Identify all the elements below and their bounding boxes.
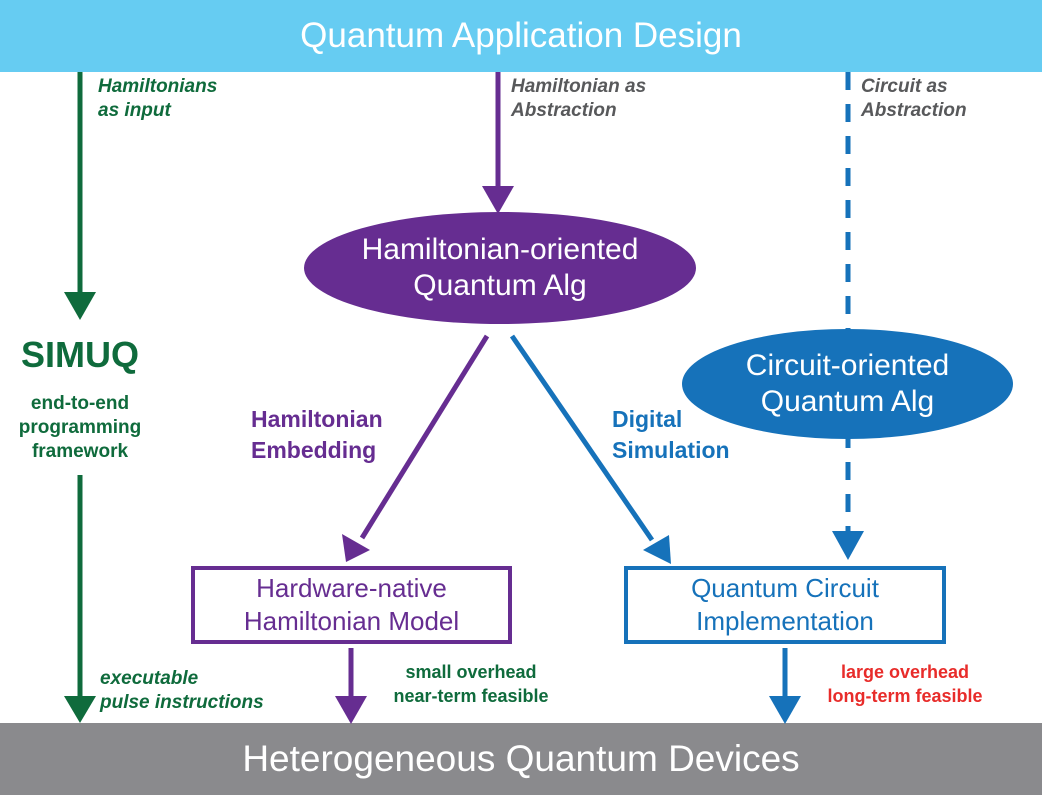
hamiltonian-abstraction-arrowhead bbox=[482, 186, 514, 214]
bottom-band: Heterogeneous Quantum Devices bbox=[0, 723, 1042, 795]
circuit-oriented-alg-node: Circuit-oriented Quantum Alg bbox=[682, 329, 1013, 439]
circuit-to-devices-arrowhead bbox=[769, 696, 801, 724]
hamiltonians-input-label: Hamiltonians as input bbox=[98, 75, 217, 123]
circuit-implementation-arrowhead bbox=[832, 531, 864, 560]
top-band-label: Quantum Application Design bbox=[300, 16, 742, 55]
hw-model-line-2: Hamiltonian Model bbox=[243, 606, 460, 636]
digital-simulation-arrow-shaft bbox=[509, 334, 655, 542]
qc-impl-line-2: Implementation bbox=[696, 606, 874, 636]
hamiltonian-abstraction-line-2: Abstraction bbox=[511, 100, 617, 121]
circuit-abstraction-line-2: Abstraction bbox=[861, 100, 967, 121]
hardware-to-devices-arrowhead bbox=[335, 696, 367, 724]
input-label-line-2: as input bbox=[98, 100, 171, 121]
simuq-title: SIMUQ bbox=[20, 334, 139, 375]
pulse-label-line-1: executable bbox=[100, 668, 199, 689]
embedding-line-1: Hamiltonian bbox=[251, 406, 383, 432]
hamiltonian-alg-line-2: Quantum Alg bbox=[413, 269, 587, 302]
circuit-abstraction-label: Circuit as Abstraction bbox=[861, 75, 967, 123]
simuq-input-arrowhead bbox=[64, 292, 96, 320]
hamiltonian-alg-line-1: Hamiltonian-oriented bbox=[361, 233, 639, 266]
hw-model-line-1: Hardware-native bbox=[256, 573, 447, 603]
embedding-line-2: Embedding bbox=[251, 437, 377, 463]
hardware-native-model-box: Hardware-native Hamiltonian Model bbox=[191, 566, 512, 644]
hamiltonian-abstraction-label: Hamiltonian as Abstraction bbox=[511, 75, 646, 123]
bottom-band-label: Heterogeneous Quantum Devices bbox=[242, 738, 800, 779]
digital-line-1: Digital bbox=[612, 406, 683, 432]
input-label-line-1: Hamiltonians bbox=[98, 76, 218, 97]
simuq-desc-line-1: end-to-end bbox=[30, 393, 130, 414]
large-overhead-line-2: long-term feasible bbox=[827, 686, 983, 706]
simuq-description: end-to-end programming framework bbox=[0, 392, 160, 464]
hamiltonian-embedding-label: Hamiltonian Embedding bbox=[251, 404, 383, 466]
simuq-desc-line-3: framework bbox=[31, 441, 129, 462]
hamiltonian-abstraction-line-1: Hamiltonian as bbox=[511, 76, 647, 97]
quantum-circuit-implementation-box: Quantum Circuit Implementation bbox=[624, 566, 946, 644]
small-overhead-line-2: near-term feasible bbox=[393, 686, 549, 706]
circuit-alg-line-2: Quantum Alg bbox=[760, 385, 935, 418]
qc-impl-line-1: Quantum Circuit bbox=[691, 573, 879, 603]
digital-line-2: Simulation bbox=[612, 437, 730, 463]
pulse-label-line-2: pulse instructions bbox=[100, 692, 264, 713]
circuit-alg-line-1: Circuit-oriented bbox=[745, 349, 950, 382]
small-overhead-line-1: small overhead bbox=[405, 662, 537, 682]
simuq-desc-line-2: programming bbox=[18, 417, 142, 438]
pulse-instructions-label: executable pulse instructions bbox=[100, 667, 264, 715]
digital-simulation-arrowhead bbox=[643, 535, 671, 564]
hamiltonian-embedding-arrow-shaft bbox=[359, 334, 490, 540]
hamiltonian-oriented-alg-node: Hamiltonian-oriented Quantum Alg bbox=[304, 212, 696, 324]
top-band: Quantum Application Design bbox=[0, 0, 1042, 72]
digital-simulation-label: Digital Simulation bbox=[612, 404, 730, 466]
large-overhead-label: large overhead long-term feasible bbox=[810, 660, 1000, 708]
large-overhead-line-1: large overhead bbox=[840, 662, 970, 682]
simuq-output-arrowhead bbox=[64, 696, 96, 723]
small-overhead-label: small overhead near-term feasible bbox=[376, 660, 566, 708]
circuit-abstraction-line-1: Circuit as bbox=[861, 76, 948, 97]
hamiltonian-embedding-arrowhead bbox=[342, 534, 370, 562]
